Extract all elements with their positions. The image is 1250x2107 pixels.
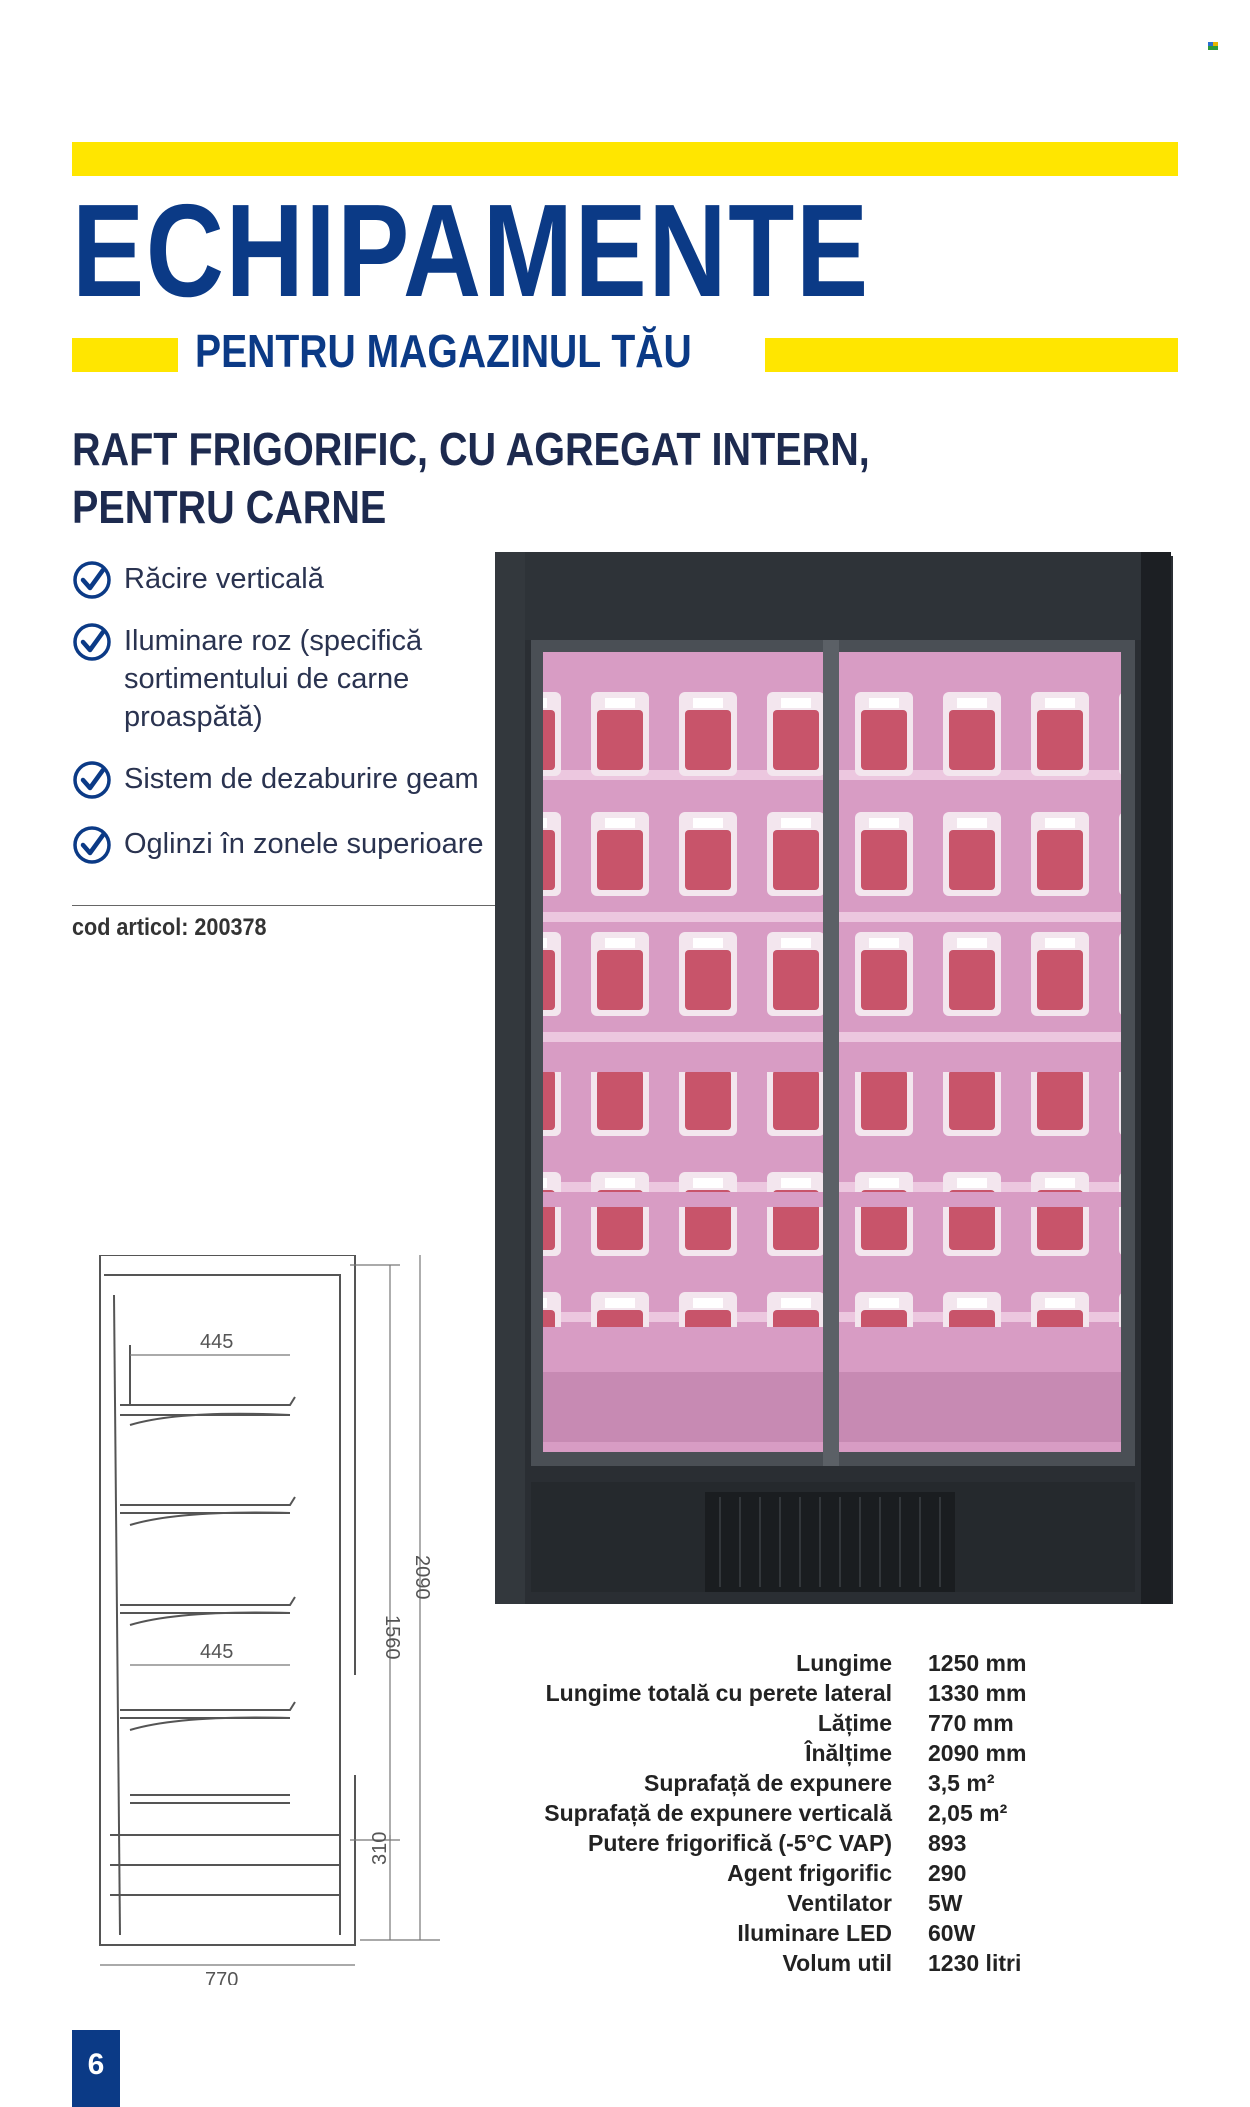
spec-row: Înălțime 2090 mm — [520, 1740, 1120, 1770]
dim-base-height: 310 — [369, 1832, 391, 1865]
feature-text: Iluminare roz (specifică sortimentului d… — [124, 622, 422, 736]
spec-row: Suprafață de expunere verticală 2,05 m² — [520, 1800, 1120, 1830]
dim-total-height: 2090 — [411, 1555, 433, 1600]
corner-mark — [1208, 42, 1218, 50]
spec-value: 1330 mm — [928, 1680, 1027, 1706]
spec-value: 290 — [928, 1860, 967, 1886]
spec-label: Suprafață de expunere verticală — [544, 1800, 892, 1826]
product-title-line2: PENTRU CARNE — [72, 481, 387, 533]
spec-label: Volum util — [782, 1950, 892, 1976]
page-title: ECHIPAMENTE — [72, 177, 870, 324]
spec-row: Putere frigorifică (-5°C VAP) 893 — [520, 1830, 1120, 1860]
spec-row: Lățime 770 mm — [520, 1710, 1120, 1740]
spec-row: Volum util 1230 litri — [520, 1950, 1120, 1980]
spec-value: 3,5 m² — [928, 1770, 995, 1796]
feature-item: Sistem de dezaburire geam — [72, 760, 512, 804]
check-circle-icon — [73, 561, 111, 599]
dim-top: 445 — [200, 1331, 233, 1353]
spec-label: Ventilator — [787, 1890, 892, 1916]
check-circle-icon — [73, 826, 111, 864]
spec-value: 1250 mm — [928, 1650, 1027, 1676]
spec-row: Agent frigorific 290 — [520, 1860, 1120, 1890]
spec-value: 5W — [928, 1890, 963, 1916]
spec-value: 770 mm — [928, 1710, 1014, 1736]
feature-text: Sistem de dezaburire geam — [124, 763, 479, 795]
technical-drawing: 445 445 1560 2090 310 770 — [99, 1255, 440, 1985]
dim-inner-height: 1560 — [381, 1615, 403, 1660]
feature-item: Iluminare roz (specifică sortimentului d… — [72, 622, 512, 742]
spec-value: 2,05 m² — [928, 1800, 1008, 1826]
fridge-image — [495, 552, 1173, 1604]
specs-table: Lungime 1250 mm Lungime totală cu perete … — [520, 1650, 1120, 1980]
feature-text-line: proaspătă) — [124, 701, 263, 733]
spec-value: 60W — [928, 1920, 976, 1946]
feature-text-line: Iluminare roz (specifică — [124, 625, 423, 657]
spec-value: 1230 litri — [928, 1950, 1022, 1976]
page-number: 6 — [72, 2030, 120, 2107]
feature-item: Oglinzi în zonele superioare — [72, 825, 512, 869]
header-left-bar — [72, 338, 178, 372]
feature-text: Oglinzi în zonele superioare — [124, 828, 484, 860]
check-circle-icon — [73, 761, 111, 799]
dim-width: 770 — [205, 1969, 238, 1985]
header-top-bar — [72, 142, 1178, 176]
spec-label: Putere frigorifică (-5°C VAP) — [588, 1830, 892, 1856]
feature-item: Răcire verticală — [72, 560, 512, 604]
spec-value: 893 — [928, 1830, 967, 1856]
feature-text: Răcire verticală — [124, 563, 324, 595]
dim-mid: 445 — [200, 1641, 233, 1663]
spec-row: Ventilator 5W — [520, 1890, 1120, 1920]
article-code: cod articol: 200378 — [72, 914, 267, 941]
check-circle-icon — [73, 623, 111, 661]
divider — [72, 905, 500, 906]
spec-value: 2090 mm — [928, 1740, 1027, 1766]
spec-label: Înălțime — [805, 1740, 892, 1766]
spec-row: Lungime totală cu perete lateral 1330 mm — [520, 1680, 1120, 1710]
feature-text-line: sortimentului de carne — [124, 663, 410, 695]
header-right-bar — [765, 338, 1178, 372]
spec-row: Suprafață de expunere 3,5 m² — [520, 1770, 1120, 1800]
product-title: RAFT FRIGORIFIC, CU AGREGAT INTERN, PENT… — [72, 420, 870, 536]
spec-label: Lățime — [817, 1710, 892, 1736]
spec-label: Agent frigorific — [727, 1860, 892, 1886]
spec-label: Suprafață de expunere — [644, 1770, 892, 1796]
product-title-line1: RAFT FRIGORIFIC, CU AGREGAT INTERN, — [72, 423, 870, 475]
spec-row: Lungime 1250 mm — [520, 1650, 1120, 1680]
spec-row: Iluminare LED 60W — [520, 1920, 1120, 1950]
spec-label: Iluminare LED — [737, 1920, 892, 1946]
spec-label: Lungime — [796, 1650, 892, 1676]
page-subtitle: PENTRU MAGAZINUL TĂU — [195, 325, 692, 377]
spec-label: Lungime totală cu perete lateral — [545, 1680, 892, 1706]
